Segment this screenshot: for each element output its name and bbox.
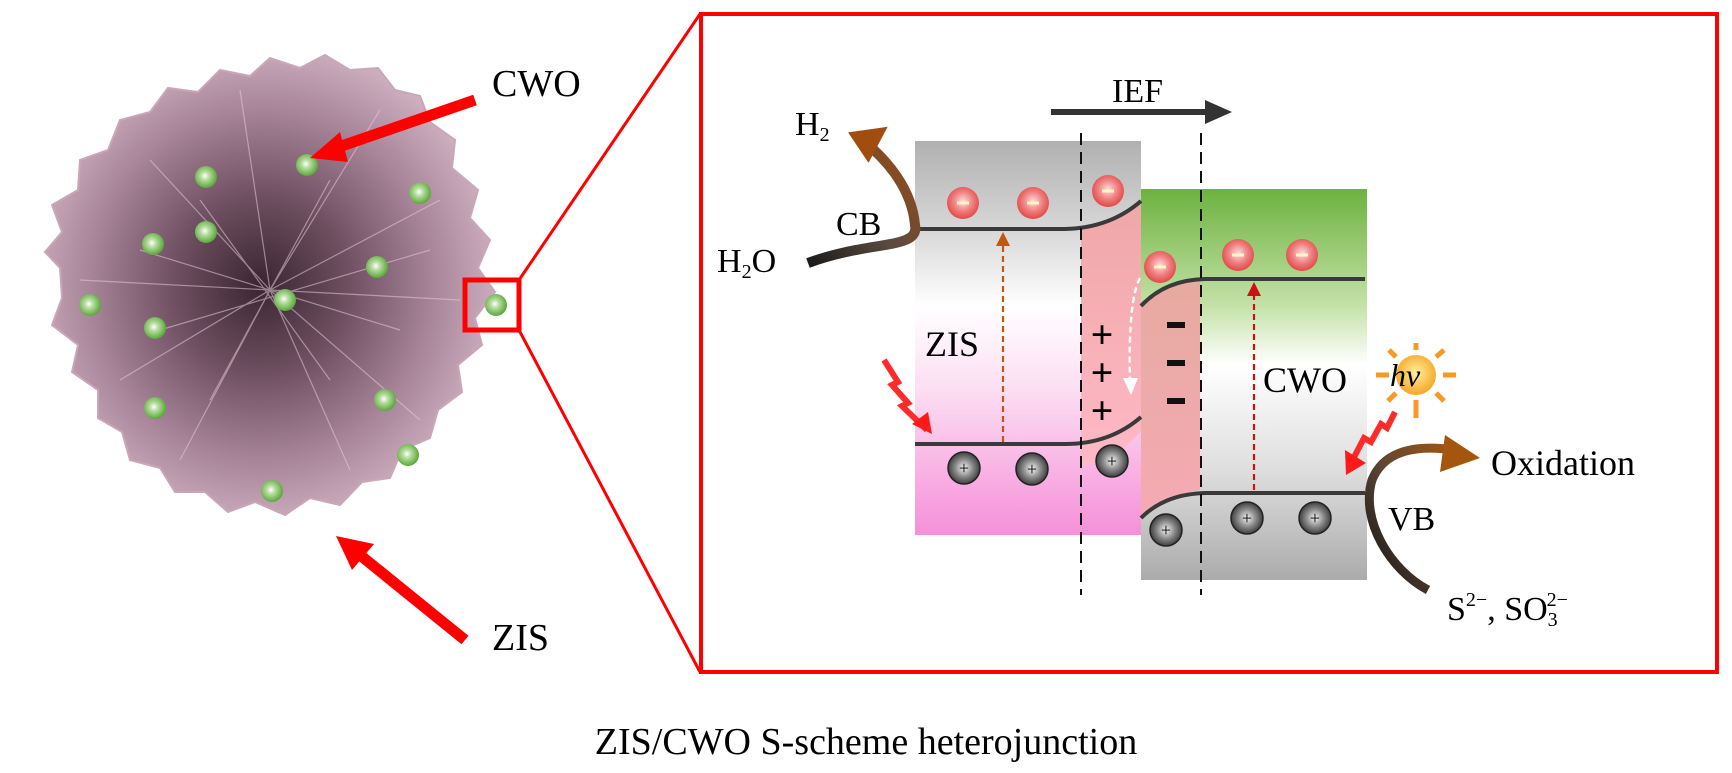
negative-charge (1167, 398, 1185, 404)
zis-microsphere (43, 53, 507, 517)
electron (947, 187, 979, 219)
positive-charge: + (1091, 350, 1114, 395)
electron (1144, 251, 1176, 283)
zoom-projection-top (517, 13, 702, 281)
sun-icon (1376, 343, 1456, 418)
zis-flower-body (43, 53, 497, 517)
zoom-region-box (462, 277, 522, 333)
cwo-particle (409, 182, 431, 204)
zis-vb-edge (915, 415, 1143, 446)
positive-charge: + (1091, 388, 1114, 433)
hole-sign: + (1107, 451, 1117, 471)
zis-band-label: ZIS (925, 324, 979, 364)
electron (1017, 187, 1049, 219)
zis-cb-edge (915, 199, 1143, 231)
cwo-particle (195, 166, 217, 188)
hole: + (1298, 501, 1332, 535)
zoom-projection-bottom (517, 329, 702, 673)
h2-evolution-arrow (806, 126, 921, 268)
cwo-particle (261, 480, 283, 502)
positive-charge: + (1091, 312, 1114, 357)
h2-label: H2 (795, 106, 830, 146)
hv-label: hv (1390, 357, 1421, 393)
zis-excitation-arrow (996, 232, 1010, 442)
oxidation-arrow (1364, 435, 1480, 594)
oxidation-label: Oxidation (1491, 443, 1635, 483)
cwo-particle (274, 289, 296, 311)
scavenger-label: S2−, SO32− (1447, 589, 1568, 631)
negative-charge (1167, 322, 1185, 328)
hole-sign: + (1027, 459, 1037, 479)
cb-label: CB (836, 206, 881, 243)
figure-caption: ZIS/CWO S-scheme heterojunction (594, 721, 1138, 763)
left-zis-label: ZIS (492, 617, 549, 659)
h2o-label: H2O (717, 243, 776, 283)
electron (1286, 239, 1318, 271)
light-irradiation-zis-icon (881, 358, 932, 434)
cwo-particle (397, 444, 419, 466)
hole: + (947, 451, 981, 485)
charge-carriers: ++++++ (947, 175, 1332, 547)
hole-sign: + (959, 458, 969, 478)
cwo-particle (144, 317, 166, 339)
zis-pointer-arrow (336, 536, 469, 645)
cwo-particle (366, 256, 388, 278)
cwo-cb-edge (1139, 277, 1365, 308)
cwo-particle (296, 154, 318, 176)
cwo-particle (142, 233, 164, 255)
cwo-excitation-arrow (1247, 282, 1261, 490)
positive-space-charges: +++ (1091, 312, 1114, 433)
light-irradiation-cwo-icon (1345, 410, 1398, 475)
recombination-arrow (1123, 277, 1142, 395)
zis-depletion-region (1081, 201, 1141, 466)
ief-arrow (1051, 100, 1232, 124)
hole: + (1149, 513, 1183, 547)
cwo-band-label: CWO (1263, 360, 1347, 400)
negative-charge (1167, 360, 1185, 366)
cwo-particles (79, 154, 507, 502)
ief-label: IEF (1112, 73, 1163, 110)
hole-sign: + (1161, 520, 1171, 540)
cwo-vb-edge (1139, 491, 1365, 520)
cwo-particle (374, 389, 396, 411)
hole: + (1095, 444, 1129, 478)
hole: + (1230, 501, 1264, 535)
hole: + (1015, 452, 1049, 486)
vb-label: VB (1388, 501, 1435, 538)
cwo-particle (79, 294, 101, 316)
left-cwo-label: CWO (492, 63, 581, 105)
electron (1092, 175, 1124, 207)
cwo-particle (195, 221, 217, 243)
hole-sign: + (1310, 508, 1320, 528)
hole-sign: + (1242, 508, 1252, 528)
cwo-pointer-arrow (310, 94, 477, 162)
electron (1222, 239, 1254, 271)
cwo-particle (485, 294, 507, 316)
cwo-particle (144, 397, 166, 419)
negative-space-charges (1167, 322, 1185, 404)
